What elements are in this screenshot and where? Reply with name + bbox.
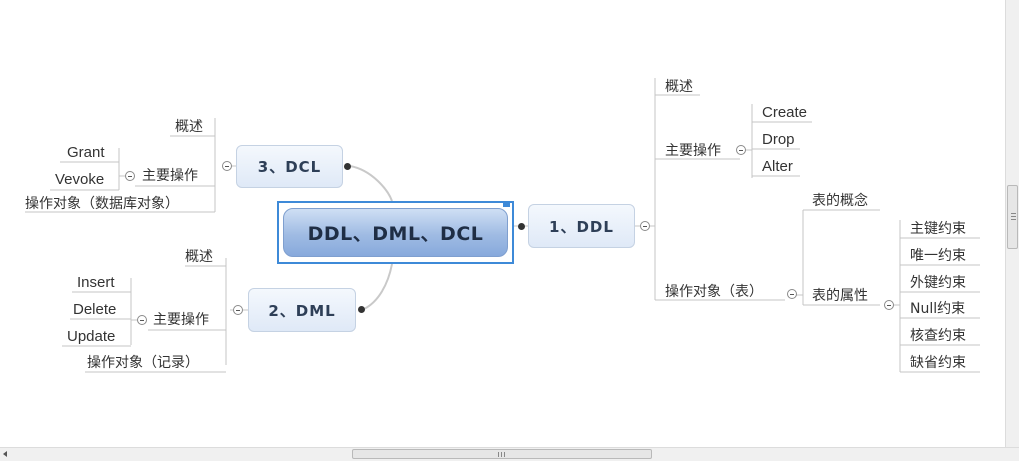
topic-dcl[interactable]: 3、DCL xyxy=(236,145,343,188)
ddl-prop-check[interactable]: 核查约束 xyxy=(910,328,966,344)
collapse-icon[interactable] xyxy=(884,300,894,310)
grip-line xyxy=(1011,219,1016,220)
grip-line xyxy=(1011,213,1016,214)
ddl-prop-foreign-key[interactable]: 外键约束 xyxy=(910,275,966,291)
collapse-icon[interactable] xyxy=(233,305,243,315)
ddl-op-create[interactable]: Create xyxy=(762,104,808,121)
horizontal-scroll-thumb[interactable] xyxy=(352,449,652,459)
topic-dml[interactable]: 2、DML xyxy=(248,288,356,332)
grip-line xyxy=(498,452,499,457)
ddl-object-label[interactable]: 操作对象（表） xyxy=(665,284,763,300)
ddl-prop-unique[interactable]: 唯一约束 xyxy=(910,248,966,264)
mindmap-canvas: DDL、DML、DCL 1、DDL 概述 主要操作 Create Drop Al… xyxy=(25,78,980,373)
ddl-prop-null[interactable]: Null约束 xyxy=(910,301,966,317)
vertical-scroll-thumb[interactable] xyxy=(1007,185,1018,249)
vertical-scrollbar[interactable] xyxy=(1005,0,1019,447)
ddl-op-alter[interactable]: Alter xyxy=(762,158,793,175)
ddl-concept[interactable]: 表的概念 xyxy=(812,193,868,209)
ddl-props-label[interactable]: 表的属性 xyxy=(812,288,868,304)
collapse-icon[interactable] xyxy=(137,315,147,325)
central-topic[interactable]: DDL、DML、DCL xyxy=(283,208,508,257)
horizontal-scrollbar[interactable] xyxy=(0,447,1019,461)
dml-op-update[interactable]: Update xyxy=(67,328,116,345)
ddl-overview[interactable]: 概述 xyxy=(665,79,693,95)
topic-ddl[interactable]: 1、DDL xyxy=(528,204,635,248)
ddl-op-drop[interactable]: Drop xyxy=(762,131,795,148)
collapse-icon[interactable] xyxy=(222,161,232,171)
grip-line xyxy=(1011,216,1016,217)
connector-dot xyxy=(344,163,351,170)
grip-line xyxy=(504,452,505,457)
ddl-ops-label[interactable]: 主要操作 xyxy=(665,143,721,159)
dml-object-label[interactable]: 操作对象（记录） xyxy=(87,355,199,371)
dcl-object-label[interactable]: 操作对象（数据库对象） xyxy=(25,196,179,212)
dml-ops-label[interactable]: 主要操作 xyxy=(153,312,209,328)
dml-op-delete[interactable]: Delete xyxy=(73,301,117,318)
dml-op-insert[interactable]: Insert xyxy=(77,274,115,291)
collapse-icon[interactable] xyxy=(125,171,135,181)
central-topic-selection[interactable]: DDL、DML、DCL xyxy=(277,201,514,264)
collapse-icon[interactable] xyxy=(787,289,797,299)
connector-dot xyxy=(518,223,525,230)
dcl-overview[interactable]: 概述 xyxy=(175,119,203,135)
dcl-op-vevoke[interactable]: Vevoke xyxy=(55,171,105,188)
collapse-icon[interactable] xyxy=(640,221,650,231)
ddl-prop-default[interactable]: 缺省约束 xyxy=(910,355,966,371)
collapse-icon[interactable] xyxy=(736,145,746,155)
connector-lines xyxy=(25,78,980,373)
dcl-ops-label[interactable]: 主要操作 xyxy=(142,168,198,184)
scroll-left-arrow-icon[interactable] xyxy=(3,451,7,457)
ddl-prop-primary-key[interactable]: 主键约束 xyxy=(910,221,966,237)
connector-dot xyxy=(358,306,365,313)
grip-line xyxy=(501,452,502,457)
selection-handle[interactable] xyxy=(503,203,510,207)
dcl-op-grant[interactable]: Grant xyxy=(67,144,105,161)
dml-overview[interactable]: 概述 xyxy=(185,249,213,265)
